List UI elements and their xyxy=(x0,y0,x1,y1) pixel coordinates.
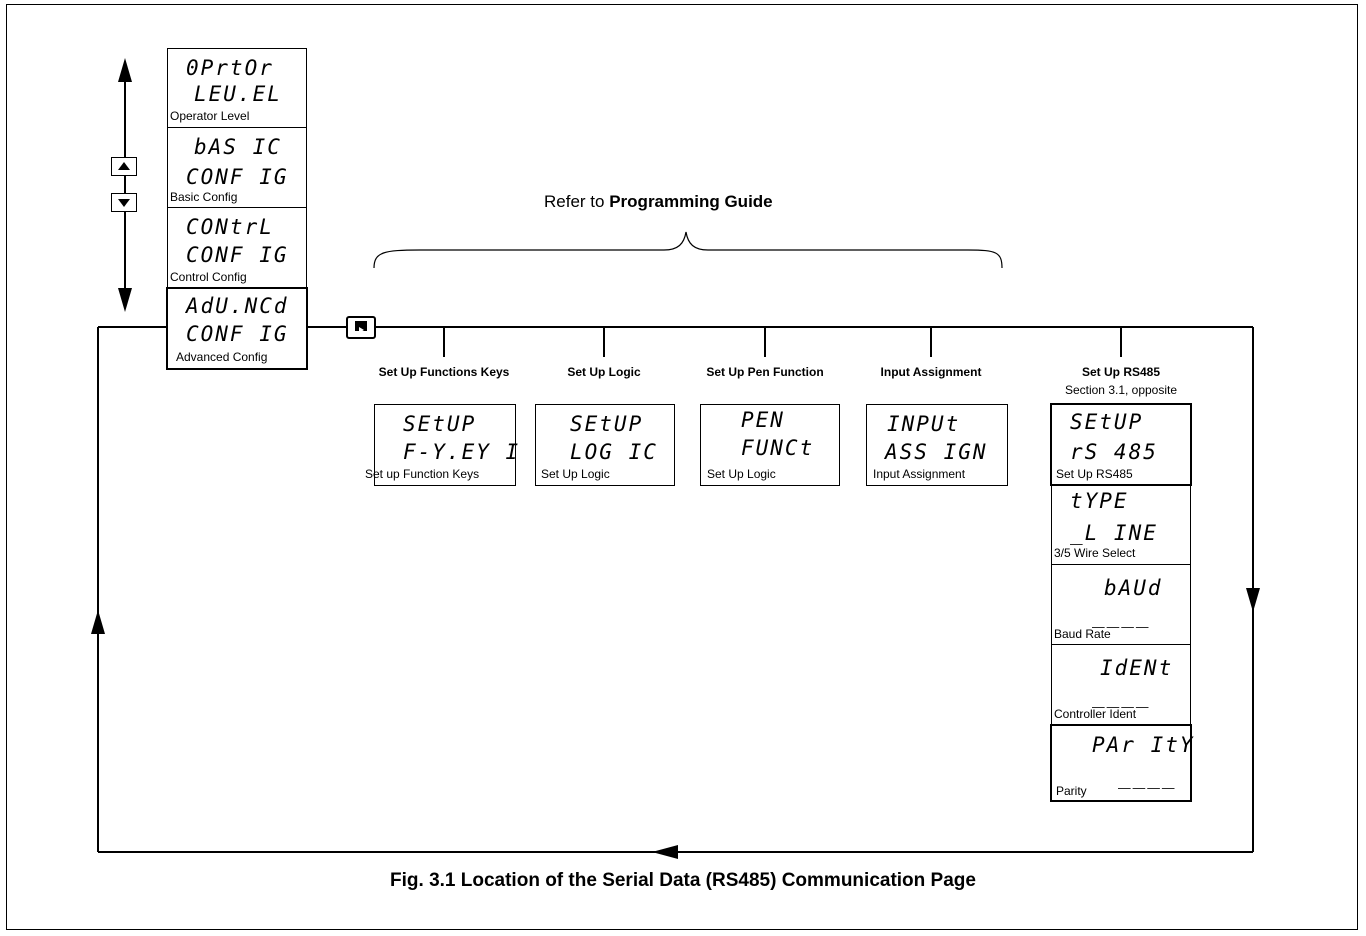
rs485-wire-select[interactable]: tYPE _L INE 3/5 Wire Select xyxy=(1051,485,1191,565)
menu-advanced-config[interactable]: AdU.NCd CONF IG Advanced Config xyxy=(166,287,308,370)
display-line-1: IdENt xyxy=(1100,656,1174,680)
display-line-1: SEtUP xyxy=(1070,410,1144,434)
branch-label: Set Up Logic xyxy=(707,467,776,481)
display-line-2: F-Y.EY I xyxy=(403,440,521,464)
display-line-1: PEN xyxy=(741,408,785,432)
branch-pen-function[interactable]: PEN FUNCt Set Up Logic xyxy=(700,404,840,486)
rs485-label: Controller Ident xyxy=(1054,707,1137,721)
display-line-1: 0PrtOr xyxy=(186,56,274,80)
display-line-2: CONF IG xyxy=(186,243,289,267)
menu-label: Advanced Config xyxy=(176,350,268,364)
menu-operator-level[interactable]: 0PrtOr LEU.EL Operator Level xyxy=(167,48,307,128)
branch-label: Input Assignment xyxy=(873,467,966,481)
scroll-page-icon xyxy=(355,321,367,333)
display-line-1: bAS IC xyxy=(194,135,282,159)
display-line-2: ____ xyxy=(1092,604,1151,628)
display-line-2: LEU.EL xyxy=(194,82,282,106)
branch-heading-logic: Set Up Logic xyxy=(567,365,641,379)
rs485-label: Parity xyxy=(1056,784,1087,798)
figure-caption: Fig. 3.1 Location of the Serial Data (RS… xyxy=(390,870,976,891)
display-line-2: CONF IG xyxy=(186,165,289,189)
rs485-heading: Set Up RS485 xyxy=(1081,365,1161,379)
display-line-2: LOG IC xyxy=(570,440,658,464)
display-line-2: ____ xyxy=(1118,765,1177,789)
branch-function-keys[interactable]: SEtUP F-Y.EY I Set up Function Keys xyxy=(365,404,518,486)
menu-label: Operator Level xyxy=(170,109,250,123)
display-line-1: INPUt xyxy=(887,412,961,436)
down-key-button[interactable] xyxy=(111,193,137,212)
display-line-2: _L INE xyxy=(1070,521,1158,545)
display-line-1: AdU.NCd xyxy=(186,294,289,318)
display-line-1: PAr ItY xyxy=(1092,733,1195,757)
menu-control-config[interactable]: CONtrL CONF IG Control Config xyxy=(167,207,307,288)
display-line-2: CONF IG xyxy=(186,322,289,346)
down-triangle-icon xyxy=(118,199,130,207)
refer-note: Refer to Programming Guide xyxy=(544,192,773,212)
rs485-subheading: Section 3.1, opposite xyxy=(1064,383,1178,397)
refer-guide-link[interactable]: Programming Guide xyxy=(609,192,773,211)
menu-basic-config[interactable]: bAS IC CONF IG Basic Config xyxy=(167,127,307,208)
display-line-1: bAUd xyxy=(1104,576,1163,600)
up-key-button[interactable] xyxy=(111,157,137,176)
menu-label: Control Config xyxy=(170,270,247,284)
page-key-button[interactable] xyxy=(346,316,376,339)
refer-prefix: Refer to xyxy=(544,192,605,211)
branch-heading-pen-function: Set Up Pen Function xyxy=(706,365,824,379)
branch-input-assignment[interactable]: INPUt ASS IGN Input Assignment xyxy=(866,404,1008,486)
branch-label: Set up Function Keys xyxy=(365,467,480,481)
rs485-label: Baud Rate xyxy=(1054,627,1111,641)
rs485-label: 3/5 Wire Select xyxy=(1054,546,1136,560)
display-line-2: rS 485 xyxy=(1070,440,1158,464)
display-line-1: CONtrL xyxy=(186,215,274,239)
rs485-label: Set Up RS485 xyxy=(1056,467,1133,481)
menu-label: Basic Config xyxy=(170,190,238,204)
rs485-baud-rate[interactable]: bAUd ____ Baud Rate xyxy=(1051,564,1191,645)
display-line-1: tYPE xyxy=(1070,489,1129,513)
rs485-setup[interactable]: SEtUP rS 485 Set Up RS485 xyxy=(1050,403,1192,486)
figure-frame xyxy=(6,4,1358,930)
rs485-controller-ident[interactable]: IdENt ____ Controller Ident xyxy=(1051,644,1191,725)
branch-logic[interactable]: SEtUP LOG IC Set Up Logic xyxy=(535,404,675,486)
branch-label: Set Up Logic xyxy=(541,467,610,481)
branch-heading-input-assignment: Input Assignment xyxy=(880,365,982,379)
up-triangle-icon xyxy=(118,162,130,170)
display-line-1: SEtUP xyxy=(570,412,644,436)
branch-heading-function-keys: Set Up Functions Keys xyxy=(378,365,510,379)
display-line-1: SEtUP xyxy=(403,412,477,436)
display-line-2: ____ xyxy=(1092,684,1151,708)
display-line-2: FUNCt xyxy=(741,436,815,460)
display-line-2: ASS IGN xyxy=(885,440,988,464)
rs485-parity[interactable]: PAr ItY ____ Parity xyxy=(1050,724,1195,802)
